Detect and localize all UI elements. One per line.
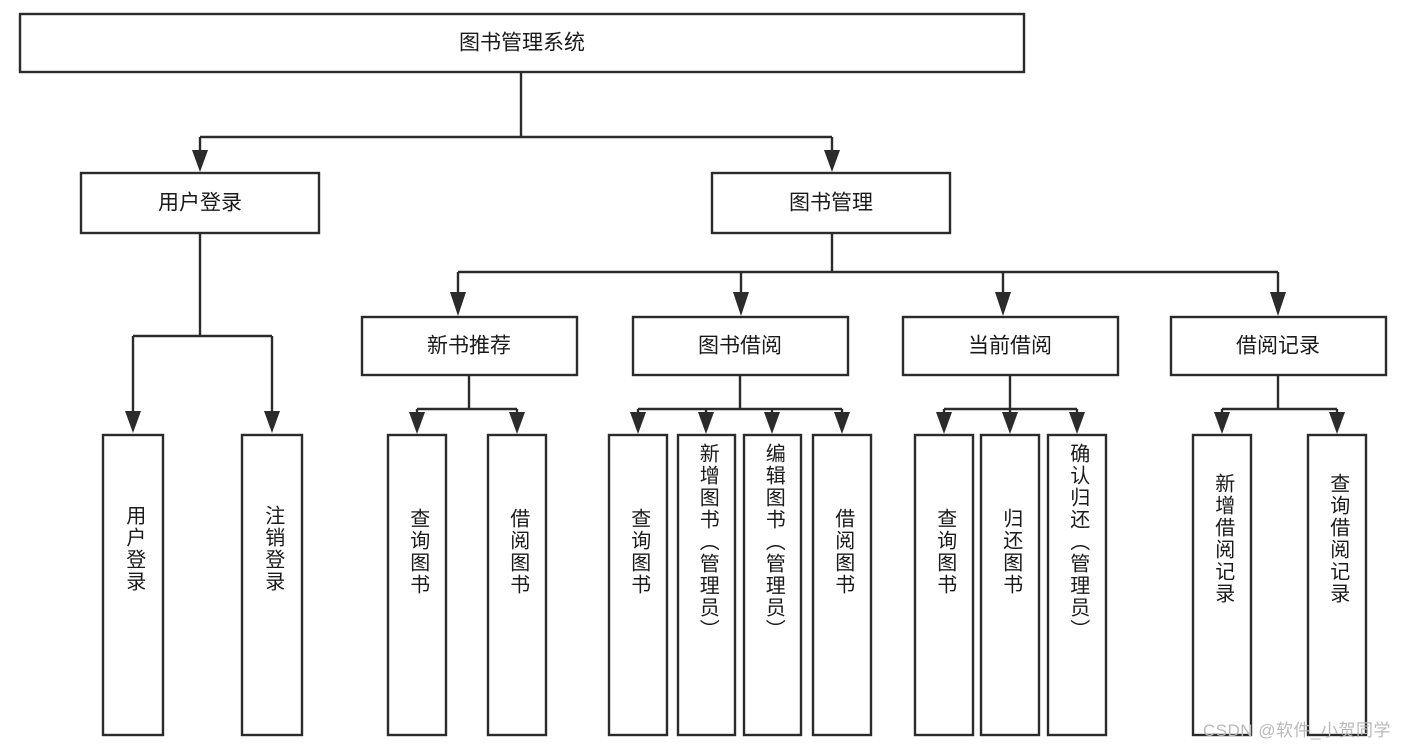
node-leaf-query-record-box[interactable] [1306, 433, 1368, 737]
node-leaf-query-book-2-box[interactable] [607, 433, 669, 737]
node-root-box[interactable] [18, 12, 1026, 74]
node-book-manage-label: 图书管理 [789, 192, 873, 215]
node-new-book-recommend-box[interactable] [360, 315, 579, 377]
node-book-borrow-label: 图书借阅 [698, 335, 782, 358]
node-leaf-query-book-3-box[interactable] [913, 433, 975, 737]
connector-group-root-to-level2 [192, 72, 840, 172]
arrow-head-leaf-query-record [1329, 412, 1345, 434]
arrow-head-leaf-logout-login [264, 411, 280, 433]
arrow-head-leaf-user-login [125, 411, 141, 433]
arrow-head-borrow-record [1270, 292, 1286, 316]
arrow-head-leaf-borrow-book-1 [509, 412, 525, 434]
arrow-head-leaf-add-book [698, 412, 714, 434]
arrow-head-current-borrow [995, 292, 1011, 316]
arrow-head-leaf-query-book-1 [409, 412, 425, 434]
node-leaf-edit-book-box[interactable] [742, 433, 803, 737]
node-leaf-logout-login-box[interactable] [240, 433, 304, 737]
node-user-login-label: 用户登录 [158, 192, 242, 215]
node-book-manage-box[interactable] [710, 171, 952, 235]
node-leaf-user-login-box[interactable] [101, 433, 165, 737]
node-leaf-query-book-1-box[interactable] [386, 433, 448, 737]
node-leaf-borrow-book-2-box[interactable] [811, 433, 873, 737]
node-user-login-box[interactable] [79, 171, 321, 235]
node-leaf-confirm-return-box[interactable] [1046, 433, 1108, 737]
arrow-head-new-book-recommend [450, 292, 466, 316]
connector-group-borrow-record-children [1214, 375, 1345, 434]
node-leaf-return-book-box[interactable] [979, 433, 1041, 737]
node-borrow-record-label: 借阅记录 [1236, 335, 1320, 358]
arrow-head-book-borrow [733, 292, 749, 316]
arrow-head-leaf-borrow-book-2 [834, 412, 850, 434]
arrow-head-leaf-confirm-return [1069, 412, 1085, 434]
node-borrow-record-box[interactable] [1169, 315, 1388, 377]
connector-group-book-manage-children [450, 233, 1286, 316]
connector-group-new-book-recommend-children [409, 375, 525, 434]
node-leaf-add-book-box[interactable] [676, 433, 737, 737]
arrow-head-leaf-edit-book [764, 412, 780, 434]
node-leaf-borrow-book-1-box[interactable] [486, 433, 548, 737]
arrow-head-user-login [192, 150, 208, 172]
node-book-borrow-box[interactable] [631, 315, 850, 377]
connector-group-user-login-children [125, 233, 280, 433]
node-current-borrow-label: 当前借阅 [968, 335, 1052, 358]
arrow-head-leaf-query-book-3 [936, 412, 952, 434]
connector-group-book-borrow-children [630, 375, 850, 434]
arrow-head-leaf-return-book [1002, 412, 1018, 434]
node-current-borrow-box[interactable] [901, 315, 1120, 377]
csdn-watermark: CSDN @软件_小贺同学 [1202, 721, 1391, 740]
connector-group-current-borrow-children [936, 375, 1085, 434]
arrow-head-leaf-query-book-2 [630, 412, 646, 434]
arrow-head-leaf-add-record [1214, 412, 1230, 434]
node-root-label: 图书管理系统 [459, 32, 585, 55]
arrow-head-book-manage [824, 150, 840, 172]
node-new-book-recommend-label: 新书推荐 [427, 335, 511, 358]
node-leaf-add-record-box[interactable] [1191, 433, 1253, 737]
